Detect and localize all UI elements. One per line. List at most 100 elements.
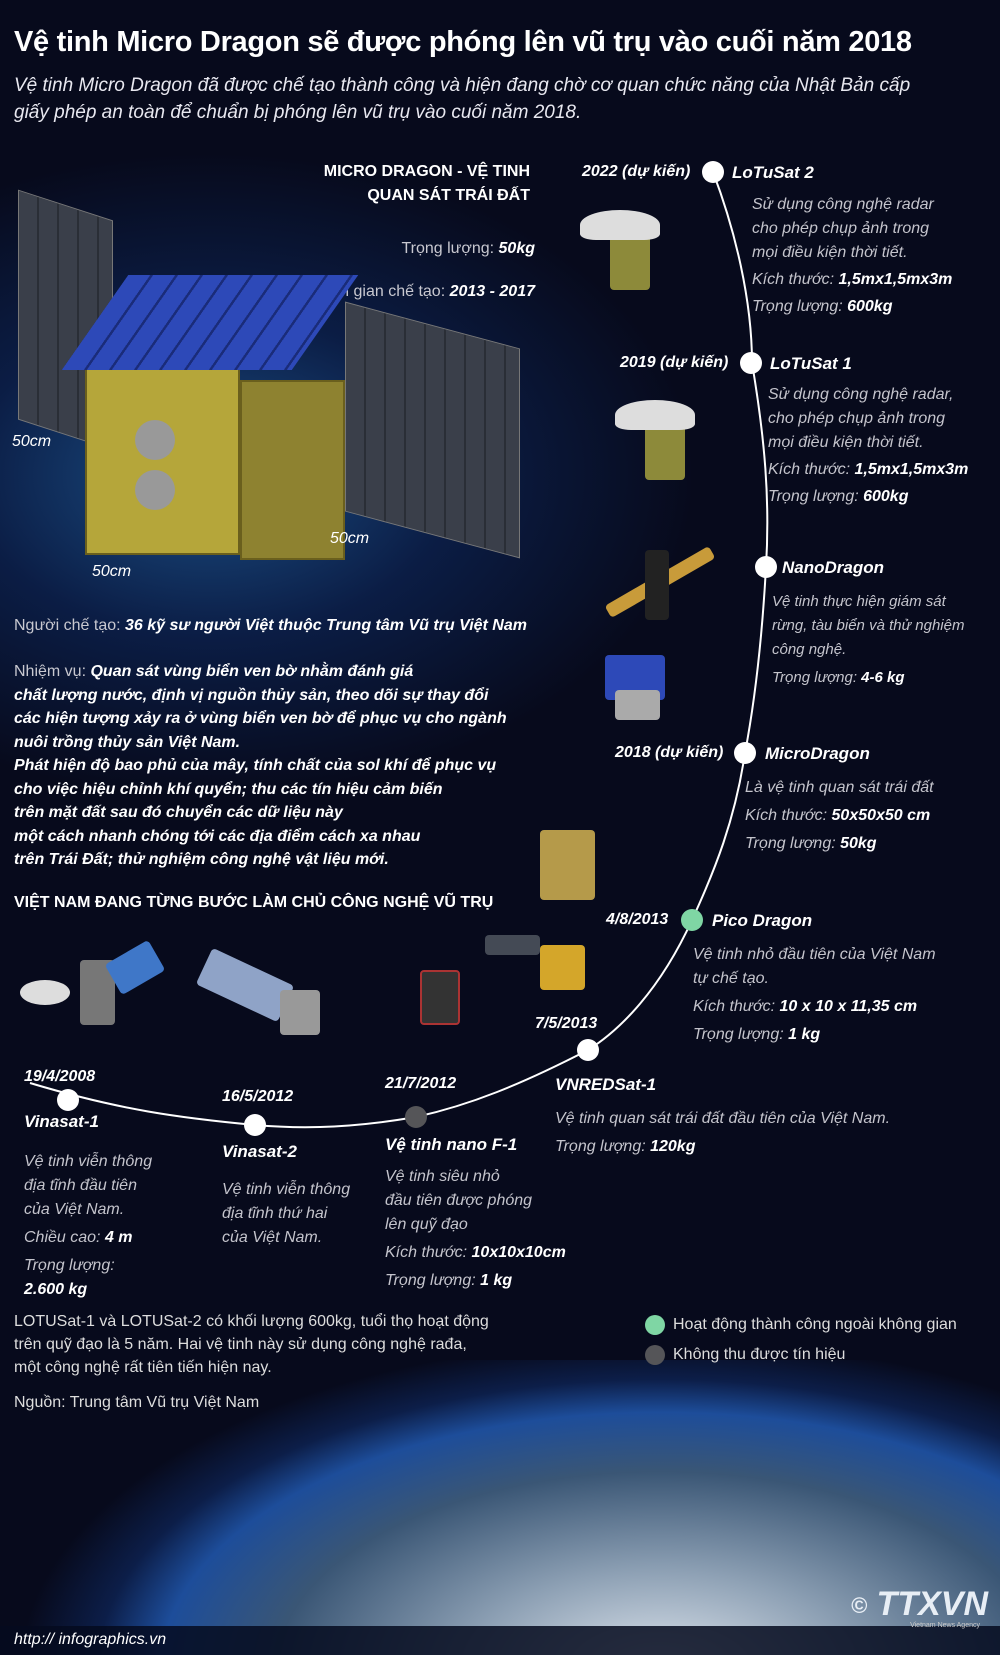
- dimension-width: 50cm: [92, 563, 132, 580]
- value: 1 kg: [788, 1026, 821, 1043]
- section-heading: VIỆT NAM ĐANG TỪNG BƯỚC LÀM CHỦ CÔNG NGH…: [14, 894, 494, 911]
- label: Trọng lượng:: [768, 488, 864, 505]
- timeline-dot-lotusat1: [740, 352, 762, 374]
- desc-line: rừng, tàu biển và thử nghiệm: [772, 617, 965, 634]
- desc-line: Vệ tinh siêu nhỏ: [385, 1168, 500, 1185]
- label: Người chế tạo:: [14, 617, 126, 634]
- value: 10 x 10 x 11,35 cm: [779, 998, 918, 1015]
- lotusat1-image: [605, 395, 725, 505]
- desc-line: lên quỹ đạo: [385, 1216, 468, 1233]
- label: Chiều cao:: [24, 1229, 105, 1246]
- mission-line: trên mặt đất sau đó chuyển các dữ liệu n…: [14, 804, 343, 821]
- mission-line: cho việc hiệu chỉnh khí quyển; thu các t…: [14, 780, 443, 798]
- label: Nhiệm vụ:: [14, 663, 91, 680]
- mission-line: nuôi trồng thủy sản Việt Nam.: [14, 733, 241, 751]
- label: Trọng lượng:: [745, 835, 841, 852]
- label: Trọng lượng:: [772, 669, 862, 686]
- nanodragon-image: [595, 540, 725, 630]
- label: Trọng lượng:: [24, 1257, 115, 1274]
- vinasat1-image: [20, 939, 170, 1035]
- footer-url[interactable]: http:// infographics.vn: [14, 1631, 167, 1648]
- mission-line: Phát hiện độ bao phủ của mây, tính chất …: [14, 757, 497, 774]
- timeline-dot-nano-f1: [405, 1106, 427, 1128]
- name-vnredsat1: VNREDSat-1: [555, 1075, 657, 1094]
- copyright-icon: ©: [850, 1593, 868, 1619]
- lens: [135, 420, 175, 460]
- value: 2.600 kg: [24, 1281, 88, 1298]
- name-picodragon: Pico Dragon: [712, 911, 813, 930]
- mission-line: Quan sát vùng biển ven bờ nhằm đánh giá: [90, 663, 414, 680]
- desc-line: mọi điều kiện thời tiết.: [768, 434, 924, 451]
- picodragon-image: [535, 825, 605, 905]
- name-microdragon: MicroDragon: [765, 744, 870, 763]
- label: Trọng lượng:: [693, 1026, 789, 1043]
- desc-line: cho phép chụp ảnh trong: [752, 220, 930, 237]
- value: 36 kỹ sư người Việt thuộc Trung tâm Vũ t…: [125, 617, 527, 634]
- heading-line-2: QUAN SÁT TRÁI ĐẤT: [367, 187, 530, 204]
- name-nano-f1: Vệ tinh nano F-1: [385, 1135, 518, 1154]
- desc-microdragon: Là vệ tinh quan sát trái đất Kích thước:…: [745, 776, 995, 856]
- mission: Nhiệm vụ: Quan sát vùng biển ven bờ nhằm…: [14, 660, 507, 872]
- vnredsat1-image: [485, 925, 595, 1000]
- desc-line: mọi điều kiện thời tiết.: [752, 244, 908, 261]
- desc-line: đầu tiên được phóng: [385, 1192, 533, 1209]
- desc-line: Sử dụng công nghệ radar: [752, 196, 934, 213]
- name-vinasat2: Vinasat-2: [222, 1142, 297, 1161]
- microdragon-image: [585, 645, 695, 725]
- label: Trọng lượng:: [752, 298, 848, 315]
- value: 4-6 kg: [861, 669, 905, 686]
- date-vnredsat1: 7/5/2013: [535, 1015, 598, 1032]
- timeline-dot-microdragon: [734, 742, 756, 764]
- logo-subtitle: Vietnam News Agency: [910, 1622, 980, 1629]
- legend-dot-icon: [645, 1315, 665, 1335]
- timeline-dot-vinasat1: [57, 1089, 79, 1111]
- label: Trọng lượng:: [385, 1272, 481, 1289]
- date-nano-f1: 21/7/2012: [385, 1075, 457, 1092]
- lens: [135, 470, 175, 510]
- ttxvn-logo: © TTXVN: [851, 1585, 988, 1624]
- label: Trọng lượng:: [401, 240, 499, 257]
- legend-item-success: Hoạt động thành công ngoài không gian: [645, 1310, 995, 1340]
- legend-label: Không thu được tín hiệu: [673, 1346, 846, 1363]
- label: Kích thước:: [768, 461, 855, 478]
- legend: Hoạt động thành công ngoài không gian Kh…: [645, 1310, 995, 1370]
- legend-label: Hoạt động thành công ngoài không gian: [673, 1316, 957, 1333]
- micro-weight: Trọng lượng: 50kg: [401, 240, 535, 258]
- desc-line: Là vệ tinh quan sát trái đất: [745, 779, 934, 796]
- date-picodragon: 4/8/2013: [606, 911, 669, 928]
- desc-nanodragon: Vệ tinh thực hiện giám sát rừng, tàu biển…: [772, 590, 997, 690]
- desc-line: Sử dụng công nghệ radar,: [768, 386, 954, 403]
- name-lotusat1: LoTuSat 1: [770, 354, 852, 373]
- desc-line: địa tĩnh đầu tiên: [24, 1177, 137, 1194]
- legend-dot-icon: [645, 1345, 665, 1365]
- name-lotusat2: LoTuSat 2: [732, 163, 814, 182]
- dimension-depth: 50cm: [330, 530, 370, 547]
- desc-lotusat2: Sử dụng công nghệ radar cho phép chụp ảnh…: [752, 193, 992, 319]
- value: 50x50x50 cm: [831, 807, 931, 824]
- name-vinasat1: Vinasat-1: [24, 1112, 99, 1131]
- label: Kích thước:: [745, 807, 832, 824]
- label: Kích thước:: [693, 998, 780, 1015]
- value: 1,5mx1,5mx3m: [854, 461, 969, 478]
- desc-line: Vệ tinh thực hiện giám sát: [772, 593, 946, 610]
- timeline-dot-lotusat2: [702, 161, 724, 183]
- nano-f1-image: [375, 960, 495, 1035]
- desc-line: địa tĩnh thứ hai: [222, 1205, 328, 1222]
- legend-item-failed: Không thu được tín hiệu: [645, 1340, 995, 1370]
- micro-dragon-heading: MICRO DRAGON - VỆ TINH QUAN SÁT TRÁI ĐẤT: [324, 160, 530, 208]
- note-line: trên quỹ đạo là 5 năm. Hai vệ tinh này s…: [14, 1336, 467, 1353]
- note-line: một công nghệ rất tiên tiến hiện nay.: [14, 1359, 272, 1376]
- desc-lotusat1: Sử dụng công nghệ radar,cho phép chụp ản…: [768, 383, 996, 509]
- mission-line: các hiện tượng xảy ra ở vùng biển ven bờ…: [14, 710, 507, 727]
- timeline-dot-vnredsat1: [577, 1039, 599, 1061]
- desc-line: của Việt Nam.: [222, 1229, 323, 1246]
- value: 50kg: [840, 835, 877, 852]
- subtitle: Vệ tinh Micro Dragon đã được chế tạo thà…: [14, 75, 911, 123]
- lotusat2-image: [570, 205, 690, 315]
- date-microdragon: 2018 (dự kiến): [615, 744, 724, 761]
- timeline-dot-picodragon: [681, 909, 703, 931]
- timeline-dot-vinasat2: [244, 1114, 266, 1136]
- value: 1,5mx1,5mx3m: [838, 271, 953, 288]
